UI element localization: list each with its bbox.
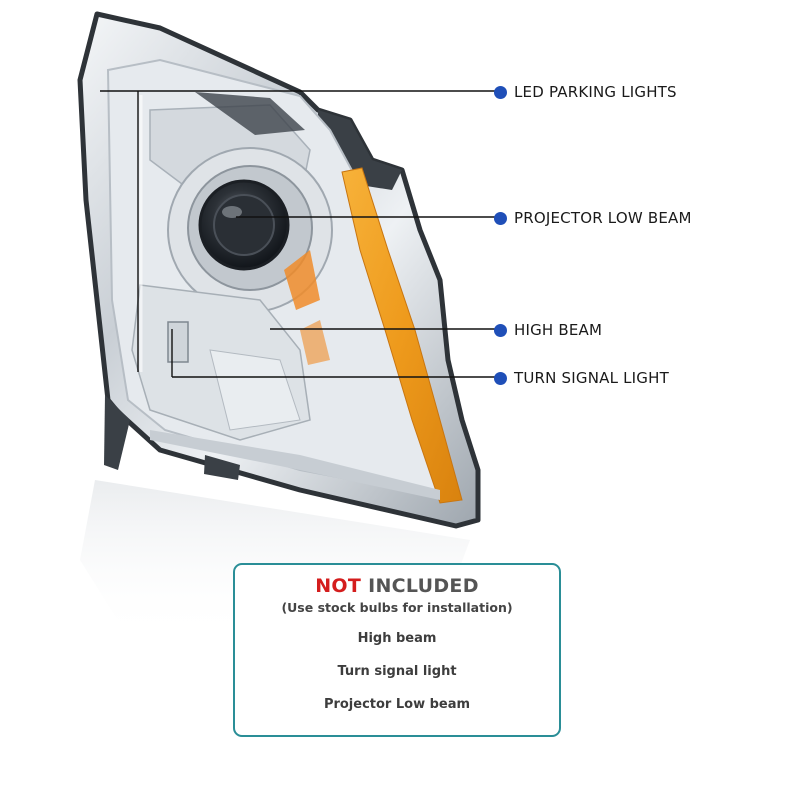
callout-label: TURN SIGNAL LIGHT xyxy=(514,369,669,387)
callout-high-beam: HIGH BEAM xyxy=(494,320,602,340)
notice-item: Projector Low beam xyxy=(323,697,471,712)
callout-turn-signal-light: TURN SIGNAL LIGHT xyxy=(494,368,669,388)
callout-led-parking-lights: LED PARKING LIGHTS xyxy=(494,82,677,102)
notice-title-rest: INCLUDED xyxy=(361,575,479,597)
not-included-notice: NOT INCLUDED (Use stock bulbs for instal… xyxy=(233,563,561,737)
callout-label: LED PARKING LIGHTS xyxy=(514,83,677,101)
notice-item-list: High beam Turn signal light Projector Lo… xyxy=(235,622,559,721)
notice-subtitle: (Use stock bulbs for installation) xyxy=(281,600,513,615)
amber-turn-signal xyxy=(341,167,463,504)
notice-title: NOT INCLUDED xyxy=(235,575,559,597)
notice-title-highlight: NOT xyxy=(315,575,362,597)
callout-dot xyxy=(494,85,507,99)
callout-dot xyxy=(494,323,507,337)
callout-dot xyxy=(494,371,507,385)
callout-projector-low-beam: PROJECTOR LOW BEAM xyxy=(494,208,692,228)
callout-label: PROJECTOR LOW BEAM xyxy=(514,209,692,227)
callout-lines xyxy=(100,90,496,378)
notice-item: Turn signal light xyxy=(337,664,457,679)
notice-item: High beam xyxy=(357,631,437,646)
callout-label: HIGH BEAM xyxy=(514,321,603,339)
callout-dot xyxy=(494,211,507,225)
